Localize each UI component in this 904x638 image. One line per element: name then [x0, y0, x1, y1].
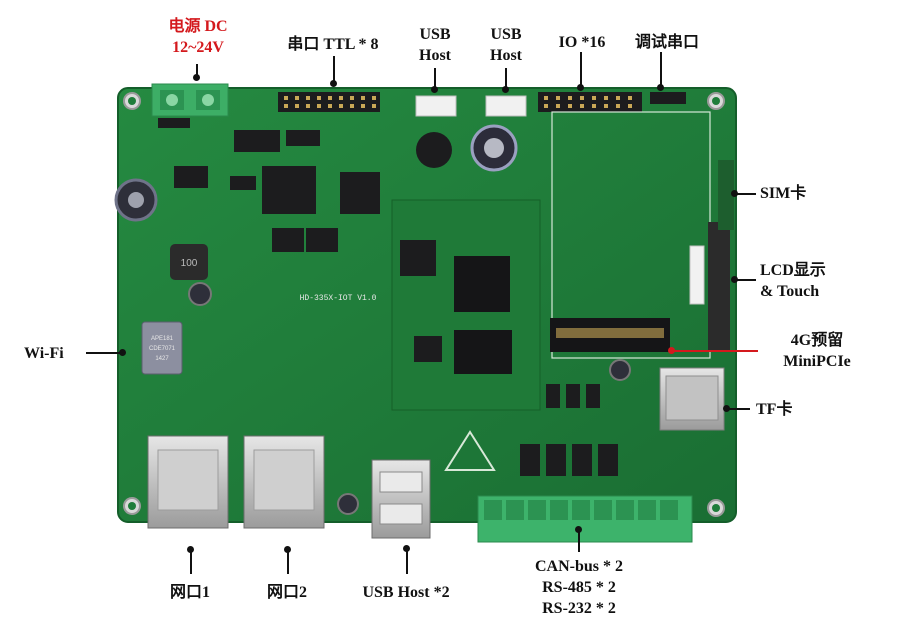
sim-label: SIM卡	[760, 185, 807, 202]
sim-dot	[731, 190, 738, 197]
wifi-module-text-2: CDE7071	[149, 346, 176, 352]
io-leader	[580, 52, 582, 86]
ttl-dot	[330, 80, 337, 87]
wifi-dot	[119, 349, 126, 356]
debug-leader	[660, 52, 662, 86]
eth1-leader	[190, 550, 192, 574]
ttl-leader	[333, 56, 335, 82]
usb2-label: USB Host	[476, 24, 536, 66]
eth2-label: 网口2	[266, 584, 307, 601]
usb2-label-line1: USB	[490, 26, 522, 43]
wifi-module-text-3: 1427	[155, 356, 169, 362]
usb1-dot	[431, 86, 438, 93]
power-label-line1: 电源 DC	[168, 18, 228, 35]
g4-label: 4G预留 MiniPCIe	[762, 330, 872, 372]
io-dot	[577, 84, 584, 91]
eth1-label: 网口1	[169, 584, 210, 601]
power-dot	[193, 74, 200, 81]
g4-label-line1: 4G预留	[790, 332, 844, 349]
svg-text:100: 100	[181, 258, 198, 269]
power-label-line2: 12~24V	[172, 39, 224, 56]
tf-label: TF卡	[756, 401, 793, 418]
lcd-label: LCD显示 & Touch	[760, 260, 860, 302]
debug-label: 调试串口	[634, 34, 699, 51]
wifi-label: Wi-Fi	[24, 345, 64, 362]
io-label: IO *16	[558, 34, 606, 51]
lcd-label-line1: LCD显示	[760, 262, 826, 279]
g4-leader	[672, 350, 758, 352]
bus-label: CAN-bus * 2 RS-485 * 2 RS-232 * 2	[520, 556, 638, 619]
usb1-label: USB Host	[405, 24, 465, 66]
bus-label-line1: CAN-bus * 2	[534, 558, 623, 575]
usb1-label-line1: USB	[419, 26, 451, 43]
ttl-label: 串口 TTL * 8	[287, 36, 379, 53]
usb2-leader	[505, 68, 507, 88]
usb2-label-line2: Host	[490, 47, 522, 64]
usbhost2-label: USB Host *2	[362, 584, 450, 601]
g4-dot	[668, 347, 675, 354]
usb2-dot	[502, 86, 509, 93]
wifi-module-text-1: APE181	[151, 336, 174, 342]
board-silkscreen: HD-335X-IOT V1.0	[300, 294, 377, 303]
usb1-label-line2: Host	[419, 47, 451, 64]
tf-leader	[726, 408, 750, 410]
usbhost2-leader	[406, 548, 408, 574]
bus-dot	[575, 526, 582, 533]
g4-label-line2: MiniPCIe	[783, 353, 851, 370]
bus-leader	[578, 530, 580, 552]
tf-dot	[723, 405, 730, 412]
eth2-dot	[284, 546, 291, 553]
power-label: 电源 DC 12~24V	[158, 16, 238, 58]
usbhost2-dot	[403, 545, 410, 552]
bus-label-line2: RS-485 * 2	[542, 579, 616, 596]
eth2-leader	[287, 550, 289, 574]
power-leader	[196, 64, 198, 76]
usb1-leader	[434, 68, 436, 88]
lcd-label-line2: & Touch	[760, 283, 820, 300]
sim-leader	[734, 193, 756, 195]
lcd-dot	[731, 276, 738, 283]
eth1-dot	[187, 546, 194, 553]
wifi-leader	[86, 352, 122, 354]
bus-label-line3: RS-232 * 2	[542, 600, 616, 617]
debug-dot	[657, 84, 664, 91]
lcd-leader	[734, 279, 756, 281]
